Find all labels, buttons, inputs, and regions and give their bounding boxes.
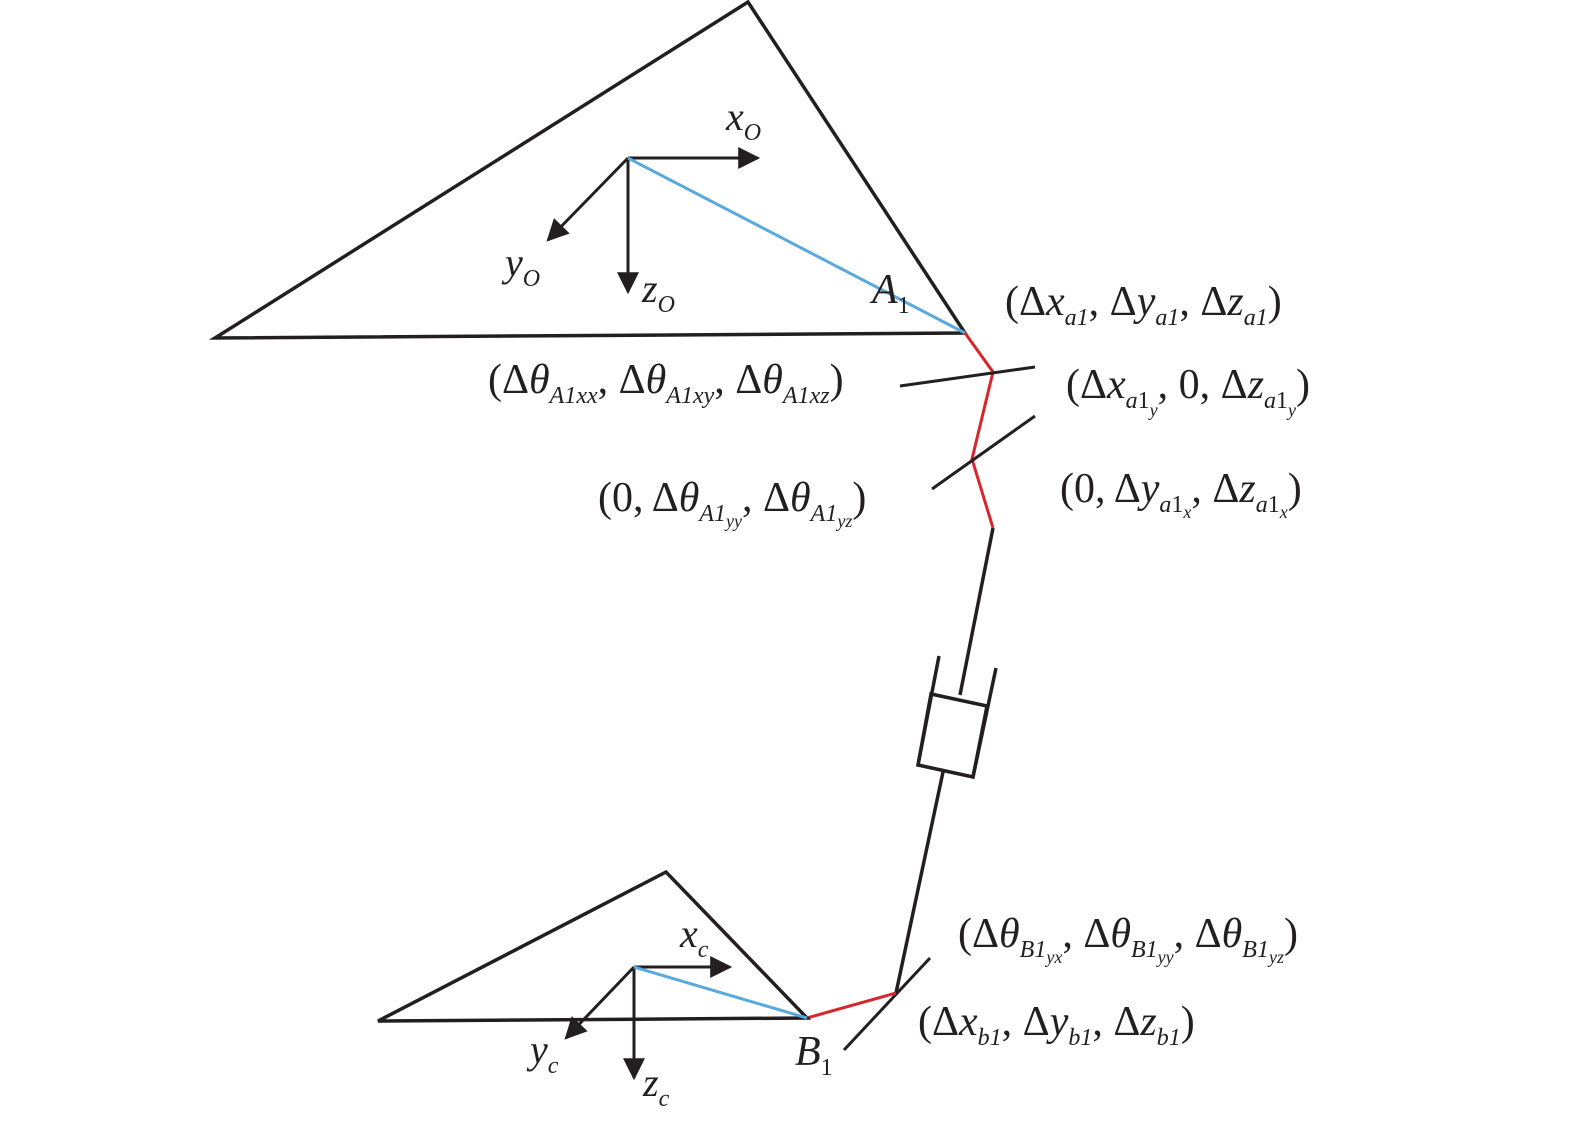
- leg-upper-rod: [958, 527, 995, 696]
- a1-rotation-error-x-label: (ΔθA1xx, ΔθA1xy, ΔθA1xz): [488, 357, 844, 409]
- upper-y-axis: [546, 156, 630, 242]
- a1-rotation-axis-1: [899, 365, 1036, 388]
- lower-coordinate-frame: [564, 956, 733, 1081]
- leg-lower-rod: [894, 771, 945, 994]
- joint-b1-label: B1: [795, 1029, 833, 1081]
- a1-rotation-error-y-label: (0, ΔθA1yy, ΔθA1yz): [598, 475, 866, 531]
- a1-position-error-label: (Δxa1, Δya1, Δza1): [1005, 279, 1282, 331]
- lower-position-vector: [633, 965, 808, 1020]
- lower-y-axis: [564, 965, 636, 1040]
- upper-z-axis-label: zO: [641, 266, 675, 318]
- a1-rotation-axis-2: [931, 414, 1036, 491]
- lower-z-axis-label: zc: [642, 1060, 670, 1112]
- upper-coordinate-frame: [546, 147, 761, 295]
- lower-y-axis-label: yc: [526, 1027, 559, 1079]
- prismatic-actuator: [915, 655, 998, 780]
- b1-error-chain: [806, 991, 897, 1020]
- lower-x-axis-label: xc: [679, 911, 709, 963]
- lower-platform-triangle: [377, 869, 812, 1023]
- joint-a1-label: A1: [869, 267, 910, 319]
- a1-error-chain: [963, 332, 995, 529]
- upper-platform-triangle: [208, 0, 969, 340]
- b1-rotation-axis: [842, 956, 932, 1052]
- a1y-position-error-label: (Δxa1y, 0, Δza1y): [1066, 362, 1310, 420]
- upper-y-axis-label: yO: [501, 240, 540, 292]
- upper-x-axis-label: xO: [725, 94, 761, 146]
- upper-position-vector: [627, 156, 966, 335]
- b1-position-error-label: (Δxb1, Δyb1, Δzb1): [918, 999, 1195, 1051]
- a1x-position-error-label: (0, Δya1x, Δza1x): [1060, 466, 1302, 522]
- b1-rotation-error-label: (ΔθB1yx, ΔθB1yy, ΔθB1yz): [958, 911, 1298, 967]
